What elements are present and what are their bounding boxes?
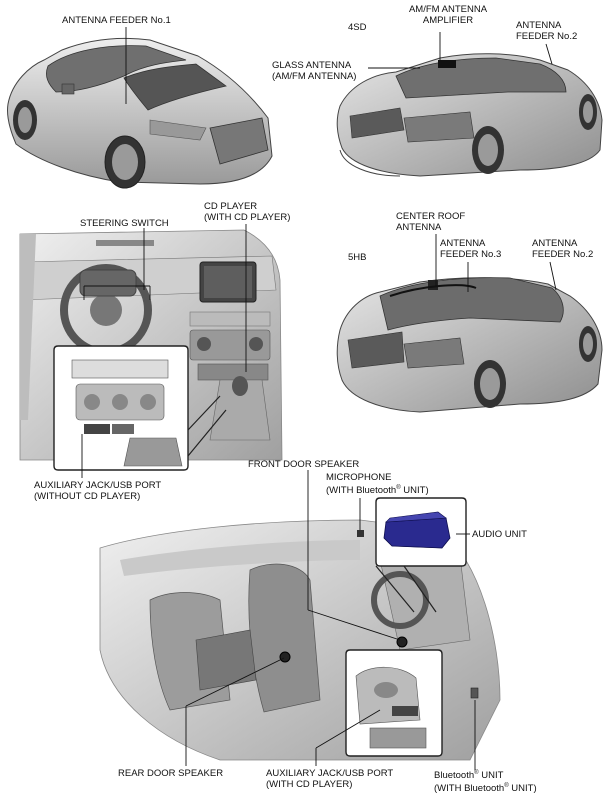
label-bluetooth-unit-line2-post: UNIT): [508, 783, 537, 795]
label-aux-usb-without-cd: AUXILIARY JACK/USB PORT (WITHOUT CD PLAY…: [34, 480, 161, 502]
label-antenna-feeder-2-5hb-line1: ANTENNA: [532, 238, 578, 249]
audio-unit-inset-icon: [375, 497, 467, 613]
car-hatchback-rear-icon: [336, 277, 603, 413]
car-sedan-rear-icon: [336, 53, 603, 177]
label-center-roof-antenna: CENTER ROOF ANTENNA: [396, 211, 465, 233]
label-antenna-feeder-3-line1: ANTENNA: [440, 238, 486, 249]
label-glass-antenna-line1: GLASS ANTENNA: [272, 60, 352, 71]
label-cd-player: CD PLAYER (WITH CD PLAYER): [204, 201, 290, 223]
label-antenna-feeder-3-line2: FEEDER No.3: [440, 249, 502, 260]
label-antenna-feeder-2-5hb: ANTENNA FEEDER No.2: [532, 238, 593, 260]
label-antenna-feeder-2-4sd: ANTENNA FEEDER No.2: [516, 20, 577, 42]
label-glass-antenna: GLASS ANTENNA (AM/FM ANTENNA): [272, 60, 356, 82]
label-am-fm-amplifier: AM/FM ANTENNA AMPLIFIER: [396, 4, 500, 26]
label-bluetooth-unit-line1-post: UNIT: [478, 770, 504, 782]
label-variant-5hb: 5HB: [348, 252, 367, 263]
cabin-cutaway-icon: [99, 519, 501, 761]
leader-lines: [81, 27, 557, 770]
label-aux-usb-without-cd-line1: AUXILIARY JACK/USB PORT: [34, 480, 162, 491]
label-aux-usb-with-cd-line2: (WITH CD PLAYER): [266, 779, 353, 790]
label-cd-player-line2: (WITH CD PLAYER): [204, 212, 291, 223]
label-center-roof-antenna-line1: CENTER ROOF: [396, 211, 466, 222]
label-antenna-feeder-2-4sd-line1: ANTENNA: [516, 20, 562, 31]
label-audio-unit: AUDIO UNIT: [472, 529, 527, 540]
registered-mark: ®: [474, 770, 479, 776]
label-microphone-line2-pre: (WITH Bluetooth: [326, 485, 397, 497]
label-variant-4sd: 4SD: [348, 22, 367, 33]
label-bluetooth-unit-line1: Bluetooth® UNIT: [434, 768, 537, 781]
label-antenna-feeder-3: ANTENNA FEEDER No.3: [440, 238, 501, 260]
label-bluetooth-unit-line2: (WITH Bluetooth® UNIT): [434, 781, 537, 794]
label-cd-player-line1: CD PLAYER: [204, 201, 258, 212]
label-rear-door-speaker: REAR DOOR SPEAKER: [118, 768, 224, 779]
label-center-roof-antenna-line2: ANTENNA: [396, 222, 442, 233]
label-microphone: MICROPHONE (WITH Bluetooth® UNIT): [326, 472, 429, 496]
registered-mark: ®: [396, 485, 401, 491]
label-antenna-feeder-2-5hb-line2: FEEDER No.2: [532, 249, 594, 260]
aux-usb-inset-icon: [53, 345, 227, 471]
label-am-fm-amplifier-line2: AMPLIFIER: [422, 15, 474, 26]
label-glass-antenna-line2: (AM/FM ANTENNA): [272, 71, 357, 82]
car-hatchback-front-icon: [7, 38, 273, 189]
label-bluetooth-unit-line1-pre: Bluetooth: [434, 770, 475, 782]
label-bluetooth-unit-line2-pre: (WITH Bluetooth: [434, 783, 505, 795]
label-bluetooth-unit: Bluetooth® UNIT (WITH Bluetooth® UNIT): [434, 768, 537, 794]
registered-mark: ®: [504, 783, 509, 790]
aux-usb-cabin-inset-icon: [345, 649, 443, 757]
label-antenna-feeder-1: ANTENNA FEEDER No.1: [62, 15, 171, 26]
label-am-fm-amplifier-line1: AM/FM ANTENNA: [408, 4, 488, 15]
label-microphone-line1: MICROPHONE: [326, 472, 392, 483]
label-steering-switch: STEERING SWITCH: [80, 218, 169, 229]
label-aux-usb-with-cd: AUXILIARY JACK/USB PORT (WITH CD PLAYER): [266, 768, 393, 790]
label-microphone-line2-post: UNIT): [400, 485, 429, 497]
label-aux-usb-with-cd-line1: AUXILIARY JACK/USB PORT: [266, 768, 394, 779]
label-microphone-line2: (WITH Bluetooth® UNIT): [326, 483, 429, 496]
label-front-door-speaker: FRONT DOOR SPEAKER: [248, 459, 360, 470]
label-aux-usb-without-cd-line2: (WITHOUT CD PLAYER): [34, 491, 141, 502]
label-antenna-feeder-2-4sd-line2: FEEDER No.2: [516, 31, 578, 42]
